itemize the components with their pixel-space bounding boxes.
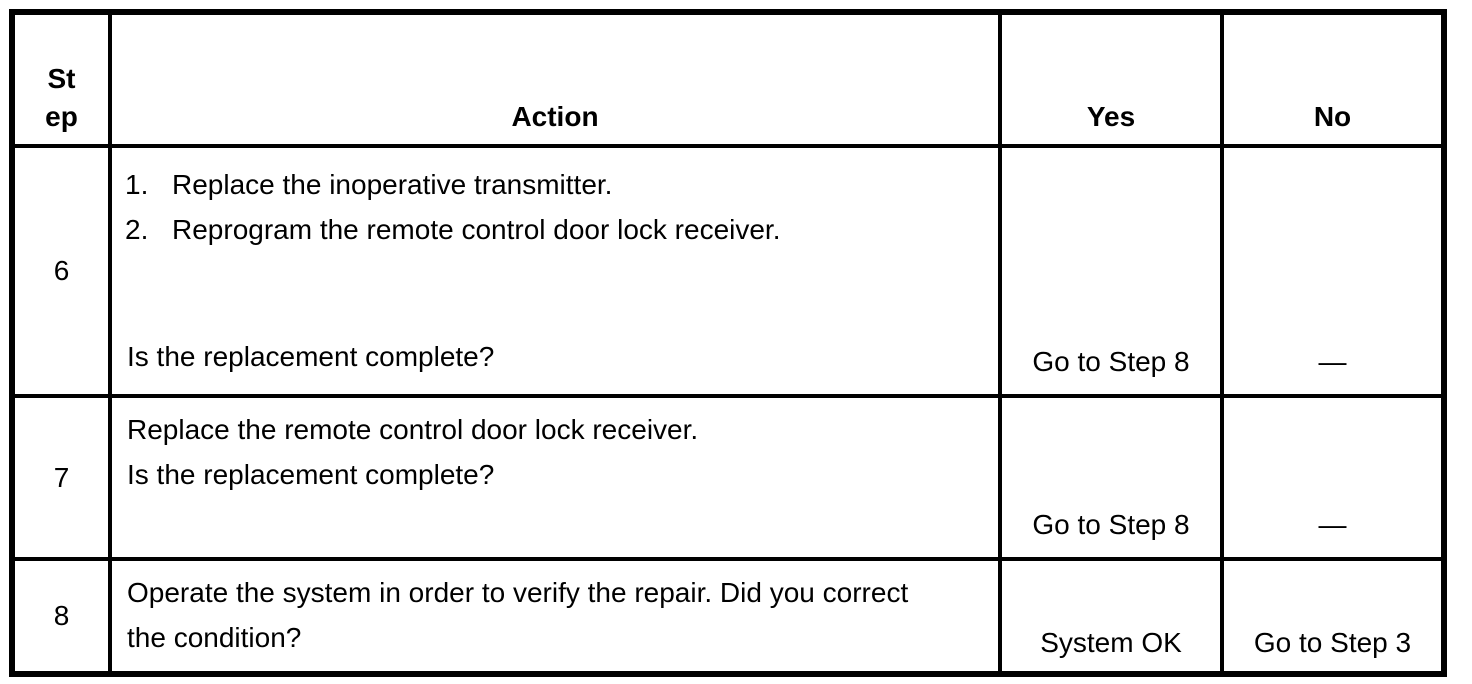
diagnostic-steps-table: St ep Action Yes No 6 1. Replace the ino…: [9, 9, 1447, 677]
table-row-step-6: 6 1. Replace the inoperative transmitter…: [10, 144, 1446, 398]
column-header-action: Action: [108, 10, 1002, 148]
no-cell: —: [1220, 394, 1446, 561]
action-question: Is the replacement complete?: [127, 459, 495, 490]
action-cell: Operate the system in order to verify th…: [108, 557, 1002, 676]
list-item-number: 1.: [125, 169, 149, 200]
list-item-number: 2.: [125, 214, 149, 245]
column-header-yes: Yes: [998, 10, 1224, 148]
column-header-step: St ep: [10, 10, 112, 148]
step-number-cell: 6: [10, 144, 112, 398]
action-line: Replace the remote control door lock rec…: [127, 414, 699, 445]
no-cell: Go to Step 3: [1220, 557, 1446, 676]
list-item: 1. Replace the inoperative transmitter.: [125, 162, 986, 207]
step-number-cell: 7: [10, 394, 112, 561]
yes-cell: Go to Step 8: [998, 144, 1224, 398]
action-ordered-list: 1. Replace the inoperative transmitter. …: [125, 162, 986, 252]
list-item-text: Replace the inoperative transmitter.: [172, 169, 613, 200]
step-number-cell: 8: [10, 557, 112, 676]
yes-cell: Go to Step 8: [998, 394, 1224, 561]
table-header-row: St ep Action Yes No: [10, 10, 1446, 148]
table-row-step-8: 8 Operate the system in order to verify …: [10, 557, 1446, 676]
yes-cell: System OK: [998, 557, 1224, 676]
action-line: Operate the system in order to verify th…: [127, 577, 909, 608]
table-row-step-7: 7 Replace the remote control door lock r…: [10, 394, 1446, 561]
action-question: the condition?: [127, 622, 302, 653]
column-header-no: No: [1220, 10, 1446, 148]
list-item-text: Reprogram the remote control door lock r…: [172, 214, 781, 245]
step-header-line-1: St: [47, 63, 76, 94]
no-cell: —: [1220, 144, 1446, 398]
step-header-line-2: ep: [45, 101, 78, 132]
action-question: Is the replacement complete?: [127, 341, 495, 372]
action-cell: Replace the remote control door lock rec…: [108, 394, 1002, 561]
action-cell: 1. Replace the inoperative transmitter. …: [108, 144, 1002, 398]
list-item: 2. Reprogram the remote control door loc…: [125, 207, 986, 252]
